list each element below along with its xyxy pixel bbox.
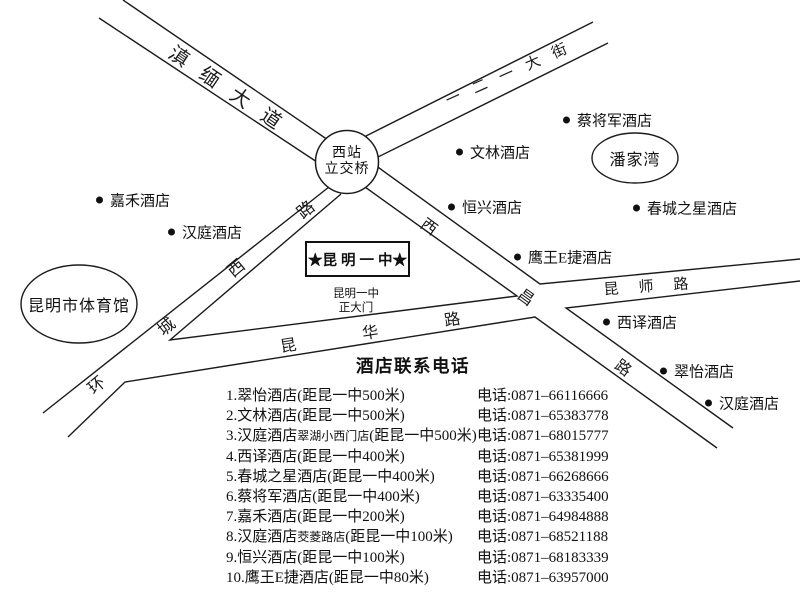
- hotel-marker-label: 文林酒店: [470, 145, 531, 162]
- interchange-label-line2: 立交桥: [324, 162, 370, 177]
- hotel-name: 4.西译酒店: [226, 448, 298, 465]
- panjiawan-ellipse: [591, 132, 679, 184]
- road-huancheng-kunhua-xichang-line: [67, 316, 718, 449]
- hotel-name: 1.翠怡酒店: [226, 388, 298, 404]
- road-dianmian-line-1: [122, 0, 332, 143]
- phone-list-row: 9.恒兴酒店(距昆一中100米) 电话:0871–68183339: [226, 548, 656, 568]
- road-yieryi-line-2: [375, 42, 609, 159]
- road-dianmian-line-2: [98, 17, 318, 163]
- hotel-dot-icon: [660, 367, 667, 375]
- hotel-marker-hanting-east: 汉庭酒店: [705, 393, 779, 414]
- hotel-marker-chunchengzhixing: 春城之星酒店: [633, 198, 737, 219]
- hotel-marker-label: 汉庭酒店: [719, 396, 780, 413]
- hotel-phone: 电话:0871–68015777: [477, 428, 609, 445]
- phone-list: 1.翠怡酒店(距昆一中500米) 电话:0871–66116666 2.文林酒店…: [226, 386, 656, 588]
- hotel-marker-label: 恒兴酒店: [462, 200, 523, 217]
- phone-list-title: 酒店联系电话: [356, 356, 470, 376]
- school-box: ★昆 明 一 中★: [305, 241, 410, 277]
- hotel-dot-icon: [514, 253, 521, 261]
- hotel-dot-icon: [563, 116, 570, 124]
- hotel-marker-label: 蔡将军酒店: [577, 113, 653, 130]
- hotel-phone: 电话:0871–65383778: [477, 408, 609, 425]
- road-huancheng-line-1: [42, 182, 335, 414]
- hotel-name: 6.蔡将军酒店: [226, 488, 313, 505]
- road-xichang-kunshi-upper-line: [374, 164, 800, 285]
- hotel-phone: 电话:0871–63957000: [477, 569, 609, 586]
- hotel-distance: (距昆一中200米): [297, 509, 405, 526]
- hotel-dot-icon: [633, 204, 640, 212]
- hotel-dot-icon: [456, 148, 463, 156]
- hotel-branch: 茭菱路店: [297, 530, 346, 545]
- hotel-dot-icon: [603, 318, 610, 326]
- phone-list-row: 2.文林酒店(距昆一中500米) 电话:0871–65383778: [226, 406, 656, 426]
- hotel-distance: (距昆一中400米): [297, 448, 405, 465]
- hotel-name: 5.春城之星酒店: [226, 468, 328, 485]
- phone-list-row: 8.汉庭酒店茭菱路店(距昆一中100米) 电话:0871–68521188: [226, 527, 656, 547]
- phone-list-row: 4.西译酒店(距昆一中400米) 电话:0871–65381999: [226, 447, 656, 467]
- hotel-marker-cuiyi: 翠怡酒店: [660, 361, 734, 382]
- hotel-distance: (距昆一中100米): [345, 529, 453, 546]
- hotel-phone: 电话:0871–65381999: [477, 448, 609, 465]
- school-gate-label: 昆明一中 正大门: [333, 288, 379, 315]
- hotel-marker-yingwang: 鹰王E捷酒店: [514, 247, 612, 268]
- hotel-marker-label: 翠怡酒店: [674, 364, 735, 381]
- hotel-phone: 电话:0871–64984888: [477, 509, 609, 526]
- phone-list-row: 5.春城之星酒店(距昆一中400米) 电话:0871–66268666: [226, 467, 656, 487]
- hotel-distance: (距昆一中500米): [297, 408, 405, 425]
- phone-list-row: 3.汉庭酒店翠湖小西门店(距昆一中500米) 电话:0871–68015777: [226, 426, 656, 446]
- hotel-name: 3.汉庭酒店: [226, 428, 298, 445]
- hotel-name: 9.恒兴酒店: [226, 549, 298, 566]
- hotel-marker-label: 汉庭酒店: [182, 225, 243, 242]
- stadium-ellipse: [20, 264, 138, 344]
- hotel-distance: (距昆一中400米): [327, 468, 435, 485]
- phone-list-row: 7.嘉禾酒店(距昆一中200米) 电话:0871–64984888: [226, 507, 656, 527]
- hotel-distance: (距昆一中500米): [297, 388, 405, 404]
- interchange-label: 西站 立交桥: [325, 146, 370, 178]
- hotel-phone: 电话:0871–68521188: [477, 529, 609, 546]
- hotel-marker-hanting-west: 汉庭酒店: [168, 222, 242, 243]
- hotel-dot-icon: [96, 196, 103, 204]
- hotel-marker-jiahe: 嘉禾酒店: [96, 190, 170, 211]
- hotel-marker-hengxing: 恒兴酒店: [448, 197, 522, 218]
- school-gate-line2: 正大门: [338, 301, 374, 314]
- hotel-marker-caijiangjun: 蔡将军酒店: [563, 110, 652, 131]
- hotel-phone: 电话:0871–68183339: [477, 549, 609, 566]
- hotel-name: 10.鹰王E捷酒店: [226, 569, 329, 586]
- phone-list-row: 10.鹰王E捷酒店(距昆一中80米) 电话:0871–63957000: [226, 568, 656, 588]
- road-kunshi-xichang-lower-line: [564, 280, 800, 429]
- interchange-circle: [314, 129, 380, 195]
- hotel-marker-xiyi: 西译酒店: [603, 312, 677, 333]
- hotel-marker-label: 春城之星酒店: [647, 201, 738, 218]
- hotel-branch: 翠湖小西门店: [297, 429, 370, 444]
- hotel-marker-label: 嘉禾酒店: [110, 193, 171, 210]
- school-gate-line1: 昆明一中: [333, 288, 379, 300]
- panjiawan-label: 潘家湾: [609, 152, 661, 169]
- hotel-name: 7.嘉禾酒店: [226, 509, 298, 526]
- hotel-dot-icon: [168, 228, 175, 236]
- hotel-phone: 电话:0871–63335400: [477, 488, 609, 505]
- phone-list-row: 1.翠怡酒店(距昆一中500米) 电话:0871–66116666: [226, 386, 656, 406]
- hotel-distance: (距昆一中80米): [328, 569, 429, 586]
- hotel-dot-icon: [448, 203, 455, 211]
- hotel-distance: (距昆一中400米): [312, 488, 420, 505]
- hotel-marker-label: 鹰王E捷酒店: [528, 250, 613, 267]
- road-kunhua-upper-line: [167, 186, 519, 341]
- stadium-label: 昆明市体育馆: [27, 298, 131, 315]
- hotel-phone: 电话:0871–66268666: [477, 468, 609, 485]
- hotel-marker-label: 西译酒店: [617, 315, 678, 332]
- phone-list-row: 6.蔡将军酒店(距昆一中400米) 电话:0871–63335400: [226, 487, 656, 507]
- road-yieryi-line-1: [361, 21, 594, 139]
- hotel-distance: (距昆一中100米): [297, 549, 405, 566]
- hotel-marker-wenlin: 文林酒店: [456, 142, 530, 163]
- hotel-name: 8.汉庭酒店: [226, 529, 298, 546]
- interchange-label-line1: 西站: [332, 146, 362, 161]
- hotel-dot-icon: [705, 399, 712, 407]
- hotel-phone: 电话:0871–66116666: [477, 388, 609, 404]
- hotel-name: 2.文林酒店: [226, 408, 298, 425]
- hotel-distance: (距昆一中500米): [369, 428, 477, 445]
